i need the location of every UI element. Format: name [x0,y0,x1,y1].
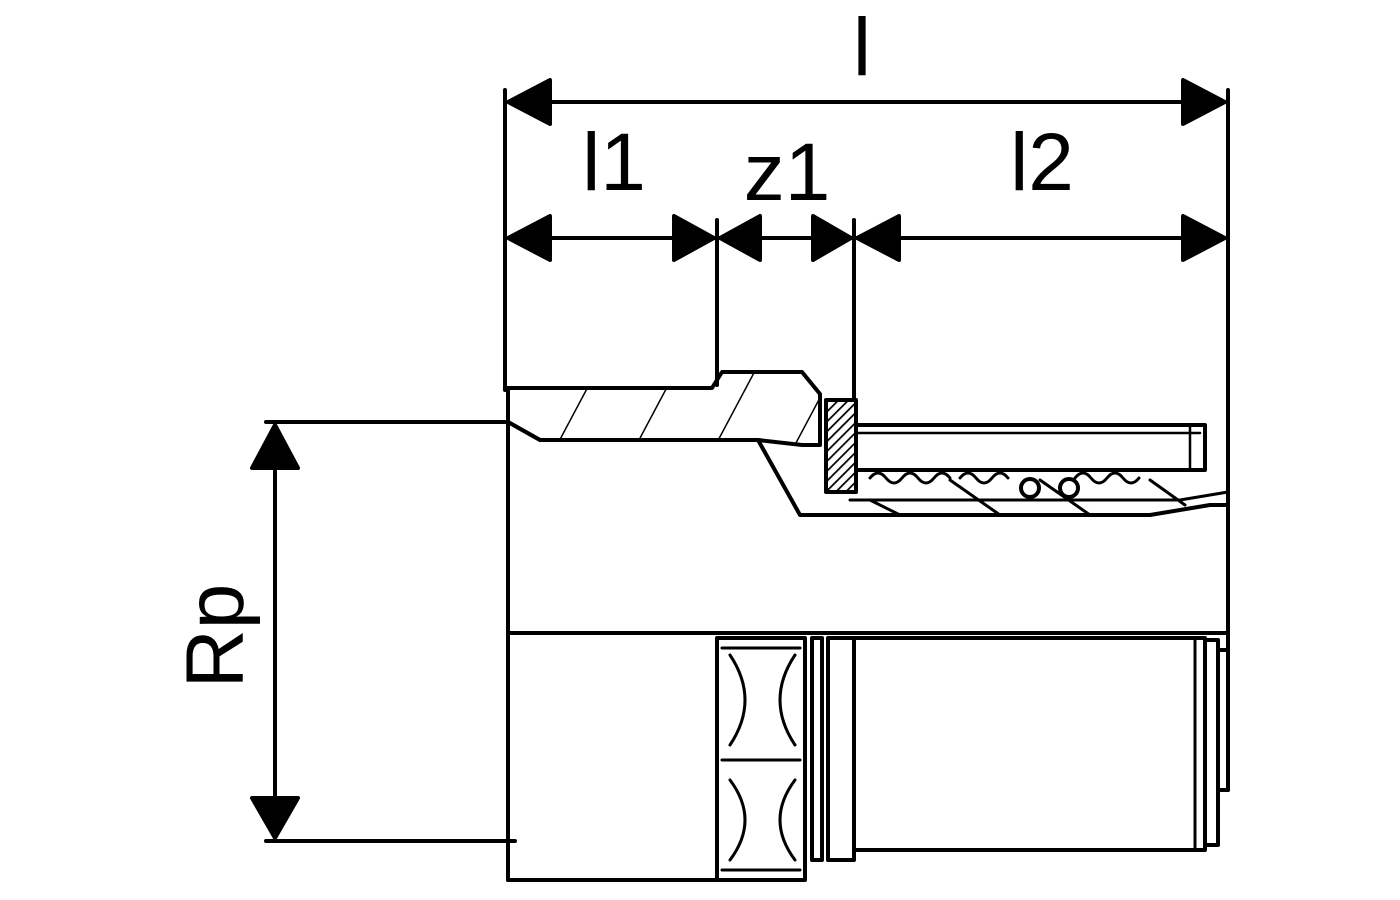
label-length-1: l1 [582,117,646,208]
sleeve-exterior [852,636,1207,852]
fitting-exterior [506,636,1230,882]
label-offset-z1: z1 [744,127,831,218]
thread-dimension [250,420,517,843]
fitting-wall-hatched [506,370,822,447]
o-ring-2 [1058,477,1080,499]
label-thread-rp: Rp [170,584,261,689]
hex-nut [715,636,807,882]
sleeve-end-ring [1203,638,1230,847]
collar-ring [810,636,824,862]
arrowhead-rp-top [250,423,300,470]
arrowhead-z1-right [811,214,853,262]
segment-dimensions [506,214,1227,410]
sleeve-outline [846,423,1207,472]
arrowhead-z1-left [718,214,762,262]
arrowhead-rp-bottom [250,796,300,840]
arrowhead-l1-left [506,214,552,262]
label-overall-length: l [853,2,871,93]
arrowhead-left [506,78,552,126]
o-ring-1 [1019,477,1041,499]
fitting-body [506,370,1230,882]
arrowhead-l1-right [672,214,716,262]
seal-ring [824,398,858,494]
sleeve-teeth [868,471,1141,485]
inner-bore-profile [506,420,1212,517]
label-length-2: l2 [1010,117,1074,208]
press-sleeve [846,423,1230,517]
arrowhead-right [1181,78,1227,126]
arrowhead-l2-left [855,214,901,262]
arrowhead-l2-right [1181,214,1227,262]
press-indicator-ring [826,636,856,862]
